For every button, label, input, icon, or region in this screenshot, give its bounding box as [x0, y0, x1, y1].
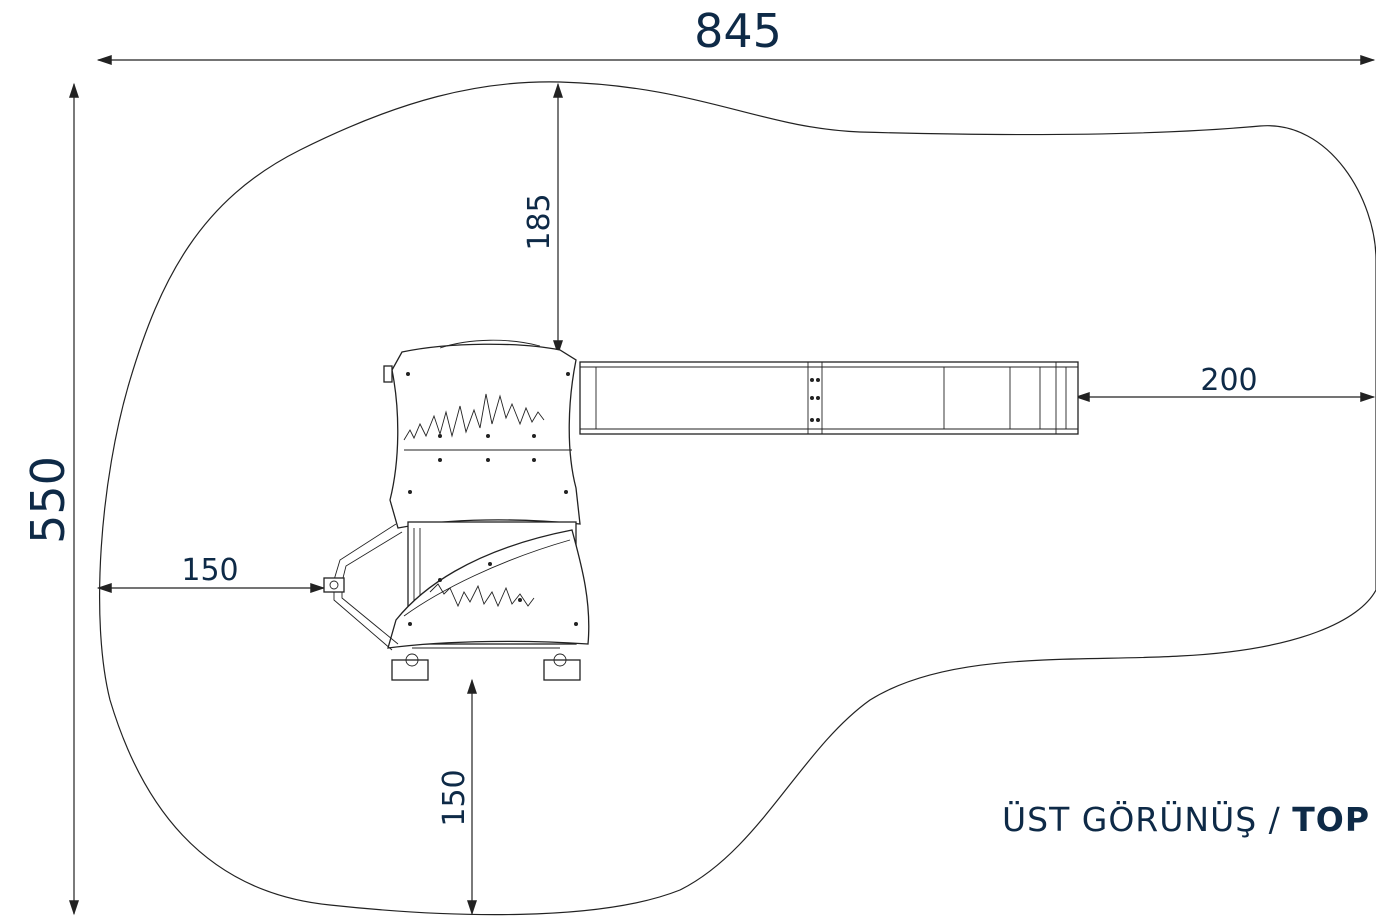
width-dimension-label: 845	[694, 4, 782, 58]
slide-end-clearance-label: 200	[1200, 363, 1257, 398]
back-clearance-label: 185	[522, 193, 557, 250]
safety-zone-outline	[99, 81, 1376, 916]
left-clearance-label: 150	[181, 553, 238, 588]
handrail	[323, 523, 403, 651]
view-caption-bold: TOP	[1292, 800, 1371, 839]
view-caption-text: ÜST GÖRÜNÜŞ /	[1002, 800, 1293, 839]
slide	[579, 361, 1079, 435]
view-caption: ÜST GÖRÜNÜŞ / TOP	[1002, 800, 1370, 839]
lower-platform	[387, 521, 590, 681]
upper-platform	[383, 339, 581, 529]
front-clearance-label: 150	[437, 769, 472, 826]
depth-dimension-label: 550	[21, 456, 75, 544]
